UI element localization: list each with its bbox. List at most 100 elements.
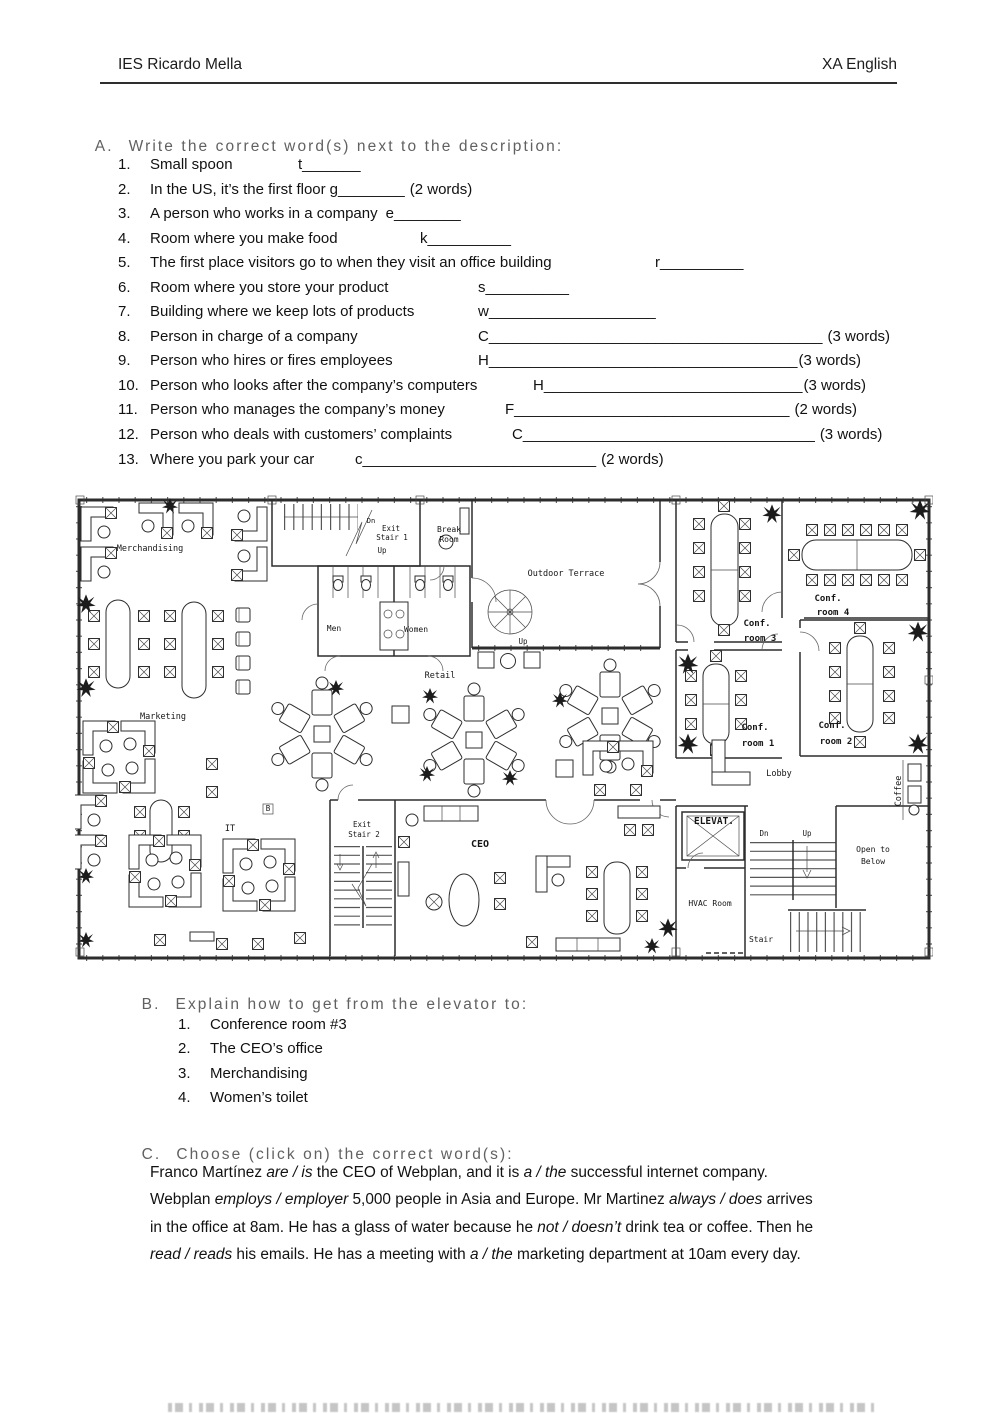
choice-separator: /	[558, 1218, 572, 1236]
plan-label-up-spiral: Up	[518, 637, 528, 646]
item-desc: Where you park your car	[150, 450, 315, 468]
item-number: 12.	[118, 426, 139, 444]
item-text: Merchandising	[210, 1064, 308, 1082]
answer-blank[interactable]: c____________________________	[355, 450, 597, 468]
choice-word[interactable]: employs	[214, 1191, 273, 1209]
item-number: 3.	[118, 205, 131, 223]
floorplan-stairs	[284, 504, 866, 952]
plan-label-open-below-1: Open to	[856, 845, 890, 854]
choice-word[interactable]: a	[469, 1246, 479, 1264]
choice-word[interactable]: is	[301, 1164, 313, 1181]
item-desc: The first place visitors go to when they…	[150, 254, 552, 272]
paragraph-text: successful internet company. Webplan	[150, 1164, 768, 1209]
plan-label-dn-2: Dn	[759, 829, 768, 838]
plan-label-break-room-1: Break	[437, 525, 461, 534]
choice-word[interactable]: read	[150, 1246, 181, 1264]
plan-label-conf3-2: room 3	[744, 634, 777, 644]
choice-separator: /	[532, 1164, 545, 1181]
choice-word[interactable]: doesn’t	[571, 1218, 622, 1236]
list-item: 4.Women’s toilet	[178, 1086, 347, 1110]
choice-paragraph: Franco Martínez are / is the CEO of Webp…	[150, 1159, 940, 1269]
choice-word[interactable]: are	[266, 1164, 289, 1181]
paragraph-text: marketing department at 10am every day.	[512, 1246, 801, 1264]
word-count-hint: (3 words)	[819, 426, 883, 444]
plan-label-conf4-1: Conf.	[814, 594, 841, 604]
item-text: Conference room #3	[210, 1016, 347, 1033]
plan-label-retail: Retail	[425, 671, 456, 681]
plan-label-b-marker: B	[266, 804, 271, 813]
answer-blank[interactable]: H_____________________________________	[478, 352, 798, 370]
answer-blank[interactable]: H_______________________________	[533, 376, 803, 394]
paragraph-text: his emails. He has a meeting with	[232, 1246, 470, 1264]
section-c-heading: C.Choose (click on) the correct word(s):	[116, 1128, 514, 1182]
choice-word[interactable]: the	[491, 1246, 513, 1264]
answer-blank[interactable]: t_______	[298, 156, 361, 173]
task-item: 7.Building where we keep lots of product…	[118, 300, 908, 325]
plan-label-exit-2: Exit	[353, 820, 371, 829]
paragraph-text: Franco Martínez	[150, 1164, 267, 1181]
word-count-hint: (2 words)	[794, 401, 857, 419]
list-item: 1.Conference room #3	[178, 1013, 347, 1037]
task-item: 5.The first place visitors go to when th…	[118, 251, 908, 276]
item-number: 2.	[178, 1040, 191, 1058]
answer-blank[interactable]: r__________	[655, 254, 744, 272]
answer-blank[interactable]: C_______________________________________…	[478, 327, 823, 345]
plan-label-open-below-2: Below	[861, 857, 885, 866]
paragraph-text: 5,000 people in Asia and Europe. Mr Mart…	[348, 1191, 670, 1209]
answer-blank[interactable]: s__________	[478, 278, 569, 296]
choice-separator: /	[288, 1164, 302, 1181]
choice-word[interactable]: does	[728, 1191, 763, 1209]
answer-blank[interactable]: g________	[329, 180, 405, 198]
section-b-title: Explain how to get from the elevator to:	[175, 996, 529, 1013]
item-number: 4.	[118, 229, 131, 247]
plan-label-women: Women	[404, 625, 428, 634]
choice-word[interactable]: a	[523, 1164, 533, 1181]
item-desc: Person in charge of a company	[150, 327, 358, 345]
choice-word[interactable]: not	[537, 1218, 559, 1236]
plan-label-merchandising: Merchandising	[117, 544, 184, 554]
choice-word[interactable]: employer	[284, 1191, 349, 1209]
plan-label-ceo: CEO	[471, 839, 489, 850]
item-desc: Building where we keep lots of products	[150, 303, 415, 321]
word-count-hint: (3 words)	[827, 327, 891, 345]
paragraph-text: drink tea or coffee. Then he	[625, 1218, 814, 1236]
item-number: 6.	[118, 278, 131, 296]
plan-label-elevat: ELEVAT.	[694, 816, 734, 827]
item-desc: In the US, it’s the first floor	[150, 180, 326, 198]
choice-word[interactable]: always	[669, 1191, 717, 1209]
choice-word[interactable]: the	[544, 1164, 567, 1181]
answer-blank[interactable]: e________	[385, 205, 461, 223]
plan-label-it: IT	[225, 824, 235, 834]
item-number: 11.	[118, 401, 138, 419]
plan-label-marketing: Marketing	[140, 712, 186, 722]
item-text: Women’s toilet	[210, 1089, 308, 1107]
plan-label-stair-1: Stair 1	[376, 533, 408, 542]
plan-label-conf2-2: room 2	[820, 737, 853, 747]
cropped-text-strip	[168, 1403, 874, 1412]
item-number: 8.	[118, 327, 131, 345]
answer-blank[interactable]: C___________________________________	[512, 426, 815, 444]
answer-blank[interactable]: F_________________________________	[505, 401, 790, 419]
item-number: 3.	[178, 1064, 191, 1082]
floorplan-doors	[301, 561, 820, 869]
answer-blank[interactable]: k__________	[420, 229, 511, 247]
header-rule	[100, 82, 897, 84]
plan-label-conf2-1: Conf.	[818, 721, 845, 731]
answer-blank[interactable]: w____________________	[478, 303, 656, 321]
task-item: 8. Person in charge of a company C________…	[118, 325, 908, 350]
plan-label-stair-2: Stair 2	[348, 830, 380, 839]
header-subject: XA English	[822, 56, 897, 73]
plan-label-conf1-1: Conf.	[741, 723, 768, 733]
task-item: 10.Person who looks after the company’s …	[118, 374, 908, 399]
choice-word[interactable]: reads	[193, 1246, 233, 1264]
plan-label-up-1: Up	[377, 546, 387, 555]
word-count-hint: (3 words)	[803, 376, 866, 394]
item-number: 1.	[118, 156, 131, 173]
plan-label-coffee: Coffee	[894, 776, 904, 807]
